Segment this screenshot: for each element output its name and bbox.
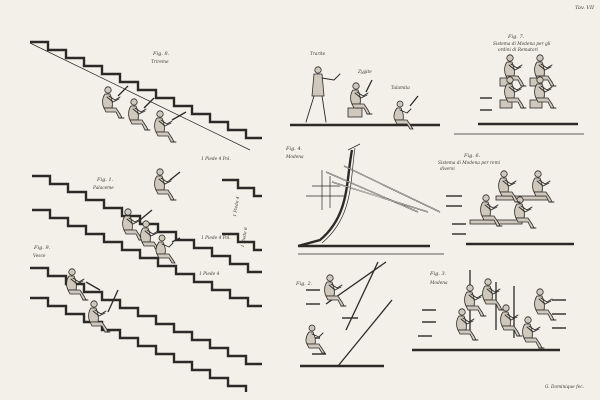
three-rowers-diagram [290, 66, 440, 130]
fig9-number: Fig. 9. [33, 245, 51, 251]
rowers-fig9 [66, 268, 119, 333]
fig8-number: Fig. 8. [152, 51, 170, 57]
fig3-diagram [412, 270, 566, 352]
measure-label-2: 1 Piede 4 Pol. [201, 236, 231, 241]
fig1-title: Palaceme [92, 186, 114, 191]
fig7-title-line1: Sistema di Modena per gli [493, 42, 551, 47]
fig6-number: Fig. 6. [463, 153, 481, 159]
fig3-number: Fig. 3. [429, 271, 447, 277]
staircase-fig8 [29, 40, 262, 151]
fig8-title: Trireme [151, 60, 169, 65]
fig6-title-line2: diversi [440, 167, 455, 172]
fig4-hull-diagram [297, 143, 441, 248]
staircase-right-fragment [222, 178, 262, 252]
rower-label-thalamite: Talamita [391, 86, 410, 91]
fig7-title-line2: ordini di Rematori [498, 48, 539, 53]
engraver-credit: G. Dominique fec. [545, 385, 584, 390]
staircase-fig9 [30, 266, 262, 392]
fig1-number: Fig. 1. [96, 177, 114, 183]
fig6-title-line1: Sistema di Modena per remi [438, 161, 501, 166]
measure-label-3: 1 Piede 4 [199, 272, 220, 277]
rower-label-thranite: Trarite [310, 52, 326, 57]
plate-number: Tav. VII [575, 5, 595, 11]
fig4-title: Modena [285, 155, 304, 160]
fig9-title: Vesce [33, 254, 46, 259]
rower-label-zygite: Zygite [357, 70, 372, 75]
fig2-number: Fig. 2. [295, 281, 313, 287]
fig4-number: Fig. 4. [285, 146, 303, 152]
measure-label-5: 1 Piede 6 [241, 227, 249, 248]
fig7-number: Fig. 7. [507, 34, 525, 40]
fig3-title: Modena [429, 281, 448, 286]
measure-label-4: 1 Piede 4 [233, 196, 241, 217]
rowers-fig1 [122, 168, 181, 264]
rowers-fig8 [102, 85, 187, 143]
fig2-diagram [300, 261, 393, 368]
fig6-diagram [446, 170, 574, 246]
measure-label-1: 1 Piede 4 Pol. [201, 157, 231, 162]
fig7-diagram [478, 54, 578, 126]
